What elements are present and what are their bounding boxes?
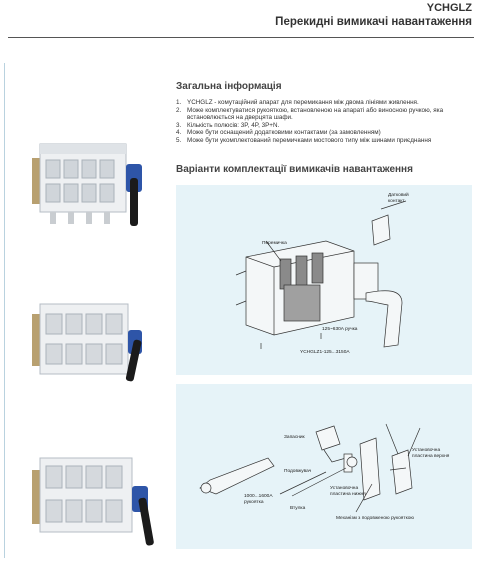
label-handle-125-630: 125~630A ручка bbox=[322, 327, 358, 332]
header-code: YCHGLZ bbox=[426, 2, 472, 14]
header-divider bbox=[8, 37, 474, 38]
diagram-panel-2: Запасник Подовжувач 1000...1600A рукоятк… bbox=[176, 384, 472, 549]
label-model: YCHGLZ1-125...3150A bbox=[300, 350, 350, 355]
label-latch: Запасник bbox=[284, 435, 305, 440]
switch-exploded-drawing bbox=[235, 200, 407, 349]
product-photo-2 bbox=[30, 300, 155, 388]
list-item: 2.Може комплектуватися рукояткою, встано… bbox=[176, 106, 444, 122]
general-info-heading: Загальна інформація bbox=[176, 81, 282, 92]
list-item: 1.YCHGLZ - комутаційний апарат для перем… bbox=[176, 99, 419, 106]
label-extension: Подовжувач bbox=[284, 469, 312, 474]
label-handle-1000-1600: 1000...1600A рукоятка bbox=[244, 494, 273, 505]
page-title: Перекидні вимикачі навантаження bbox=[275, 16, 472, 28]
list-item: 4.Може бути оснащений додатковими контак… bbox=[176, 129, 381, 137]
diagram-panel-1: Датковий контакт Перемичка 125~630A ручк… bbox=[176, 185, 472, 375]
label-mechanism: Механізм з подовженою рукояткою bbox=[336, 516, 414, 521]
label-bushing: Втулка bbox=[290, 506, 306, 511]
label-mount-upper: Установочна пластина верхня bbox=[412, 448, 450, 459]
label-aux-contact: Датковий контакт bbox=[388, 193, 409, 204]
label-jumper: Перемичка bbox=[262, 241, 287, 246]
product-photo-3 bbox=[30, 452, 158, 550]
list-item: 5.Може бути укомплектований перемичками … bbox=[176, 136, 432, 144]
mechanism-exploded-drawing bbox=[199, 423, 421, 513]
variants-heading: Варіанти комплектації вимикачів навантаж… bbox=[176, 164, 413, 175]
product-photo-1 bbox=[30, 138, 160, 230]
label-mount-lower: Установочна пластина нижня bbox=[330, 486, 366, 497]
list-item: 3.Кількість полюсів: 3P, 4P, 3P+N. bbox=[176, 121, 280, 129]
left-accent-line bbox=[4, 63, 5, 558]
general-info-list: 1.YCHGLZ - комутаційний апарат для перем… bbox=[176, 99, 474, 145]
